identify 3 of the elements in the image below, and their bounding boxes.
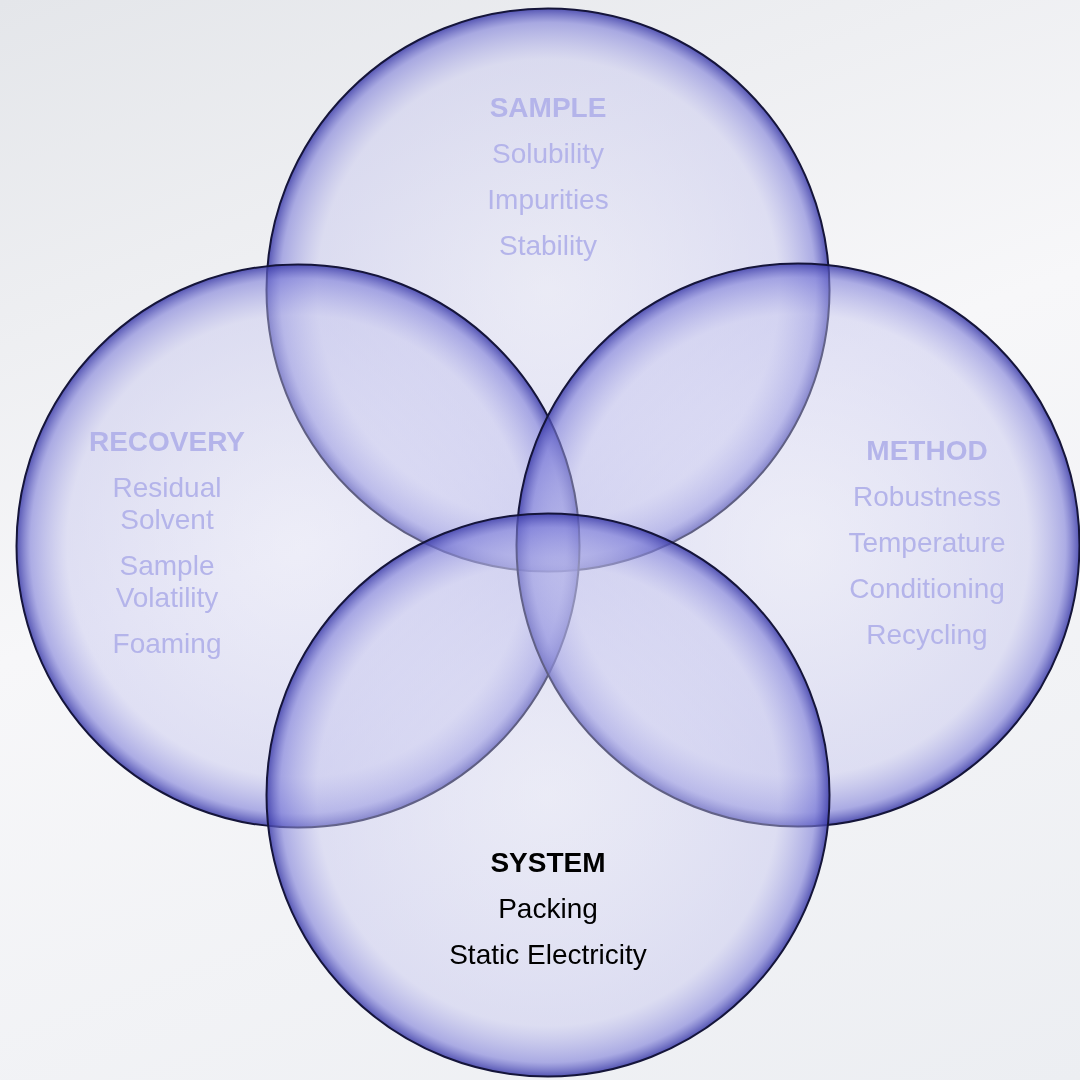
category-heading: SYSTEM (489, 847, 607, 879)
list-item: Static Electricity (448, 939, 648, 971)
list-item: Packing (497, 893, 599, 925)
